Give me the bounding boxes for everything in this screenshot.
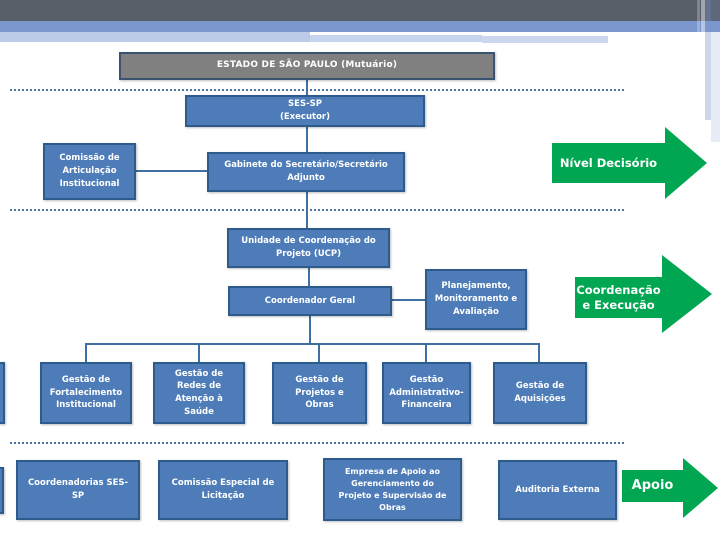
connector-ses-gabinete [306, 127, 308, 152]
org-node-planejamento: Planejamento, Monitoramento e Avaliação [425, 269, 527, 330]
org-node-gestao-administrativo: Gestão Administrativo- Financeira [382, 362, 471, 424]
connector-stub-aquisicoes [538, 343, 540, 362]
level-arrow-nivel-decisorio: Nível Decisório [552, 143, 665, 183]
right-arrow-head-icon [662, 255, 712, 333]
org-node-ucp: Unidade de Coordenação do Projeto (UCP) [227, 228, 390, 268]
org-node-ses-sp: SES-SP (Executor) [185, 95, 425, 127]
org-node-estado: ESTADO DE SÃO PAULO (Mutuário) [119, 52, 495, 80]
org-node-gestao-aquisicoes: Gestão de Aquisições [493, 362, 587, 424]
connector-ucp-coordenador [308, 268, 310, 286]
dotted-divider-support-level [10, 442, 624, 444]
dotted-divider-decision-level [10, 89, 624, 91]
level-arrow-apoio: Apoio [622, 470, 683, 502]
connector-comissao-gabinete [136, 170, 207, 172]
right-arrow-head-icon [683, 458, 718, 518]
org-node-gestao-redes: Gestão de Redes de Atenção à Saúde [153, 362, 245, 424]
org-node-gestao-fortalecimento: Gestão de Fortalecimento Institucional [40, 362, 132, 424]
org-node-coordenadorias: Coordenadorias SES- SP [16, 460, 140, 520]
connector-estado-ses [306, 80, 308, 95]
org-node-gabinete: Gabinete do Secretário/Secretário Adjunt… [207, 152, 405, 192]
connector-stub-projetos [318, 343, 320, 362]
connector-coordenador-bus [309, 316, 311, 343]
org-node-fragment-bottom-row [0, 467, 4, 514]
header-band-lightblue-2 [310, 35, 482, 42]
org-node-comissao-articulacao: Comissão de Articulação Institucional [43, 143, 136, 200]
connector-stub-administrativo [425, 343, 427, 362]
org-node-coordenador-geral: Coordenador Geral [228, 286, 392, 316]
header-edge-stripe-1 [697, 0, 700, 48]
header-edge-stripe-4 [711, 0, 720, 142]
connector-stub-redes [198, 343, 200, 362]
header-band-lightblue-3 [482, 36, 608, 43]
connector-coordenador-planejamento [392, 299, 425, 301]
org-node-comissao-licitacao: Comissão Especial de Licitação [158, 460, 288, 520]
right-arrow-head-icon [665, 127, 707, 199]
connector-bus-horizontal [85, 343, 540, 345]
org-node-fragment-middle-row [0, 362, 5, 424]
header-edge-stripe-2 [701, 0, 705, 48]
org-node-empresa-apoio: Empresa de Apoio ao Gerenciamento do Pro… [323, 458, 462, 521]
header-band-lightblue-1 [0, 32, 310, 42]
connector-gabinete-ucp [306, 192, 308, 228]
org-node-gestao-projetos: Gestão de Projetos e Obras [272, 362, 367, 424]
level-arrow-coordenacao-execucao: Coordenação e Execução [575, 277, 662, 318]
header-band-dark [0, 0, 720, 21]
connector-stub-fortalecimento [85, 343, 87, 362]
header-edge-stripe-3 [705, 0, 711, 120]
dotted-divider-coordination-level [10, 209, 624, 211]
org-node-auditoria-externa: Auditoria Externa [498, 460, 617, 520]
header-band-blue [0, 21, 720, 32]
